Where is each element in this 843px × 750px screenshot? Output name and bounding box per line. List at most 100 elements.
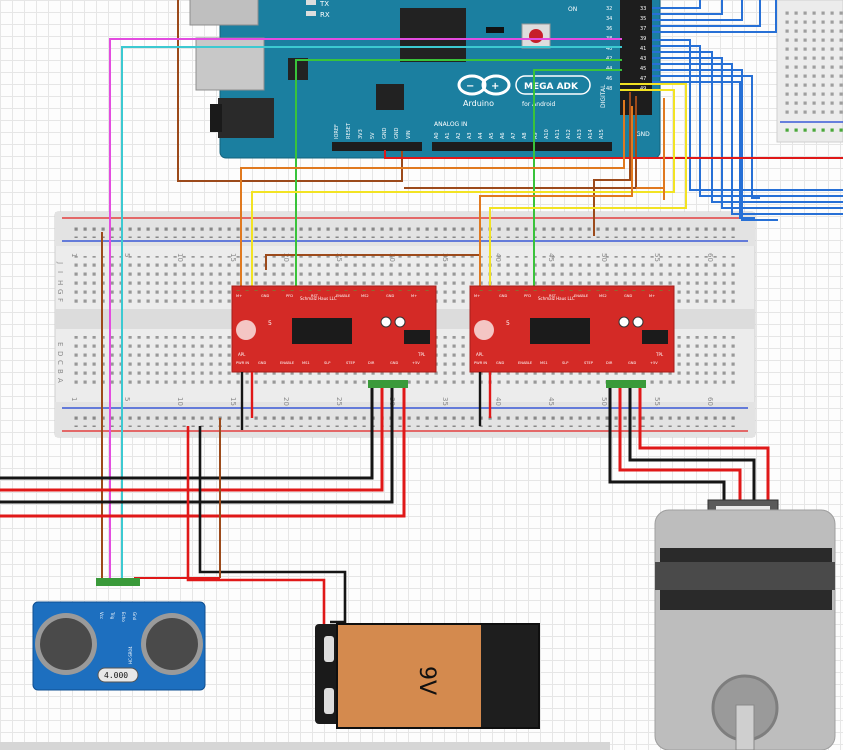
easy-driver-1: 5 Schmalz Haus LLC APL TPL M+ GND PFD RST EN… [231,285,437,373]
driver-2-apl-label: APL [476,352,484,357]
arduino-brand: Arduino [463,99,494,108]
driver-2-potentiometer[interactable] [474,320,494,340]
driver-pin-label: MS2 [599,294,607,298]
column-number: 60 [706,253,714,262]
analog-pin-label: A14 [588,129,594,139]
driver-1-sch-label: Schmalz Haus LLC [300,296,337,301]
sensor-model: HC-SR04 [128,646,133,664]
analog-pin-label: A5 [489,132,495,139]
on-label: ON [568,6,577,13]
analog-pin-label: A4 [478,132,484,139]
driver-pin-label: GND [496,361,504,365]
analog-pin-label: A8 [522,132,528,139]
column-number: 35 [441,253,449,262]
usb-chip [376,84,404,110]
sensor-pin-label: Echo [121,612,126,622]
power-pin-label: GND [394,127,400,139]
column-number: 50 [600,253,608,262]
analog-pin-label: A0 [434,132,440,139]
row-letter: C [56,360,64,365]
digital-pin-label: 32 [606,6,612,12]
analog-pin-label: A7 [511,132,517,139]
driver-1-apl-label: APL [238,352,246,357]
driver-pin-label: DIR [606,361,613,365]
digital-pin-label: 45 [640,66,646,72]
analog-pin-label: A11 [555,129,561,139]
power-pin-label: IOREF [334,124,340,139]
driver-2-chip [530,318,590,344]
driver-pin-label: MS1 [302,361,310,365]
column-number: 15 [229,253,237,262]
power-pin-label: VIN [406,130,412,139]
driver-1-top-pins [236,287,432,291]
driver-pin-label: MS2 [361,294,369,298]
driver-headers [368,380,646,388]
digital-pin-label: 39 [640,36,646,42]
driver-pin-label: GND [499,294,507,298]
driver-2-sch-label: Schmalz Haus LLC [538,296,575,301]
digital-pin-label: 41 [640,46,646,52]
driver-pin-label: GND [390,361,398,365]
driver-pin-label: PFD [524,294,531,298]
analog-pin-label: A10 [544,129,550,139]
driver-pin-label: ENABLE [574,294,589,298]
driver-pin-label: ENABLE [280,361,295,365]
row-letter: B [56,369,64,374]
column-number: 10 [176,397,184,406]
bottom-strip [0,742,610,750]
driver-pin-label: +5V [650,361,658,365]
driver-pin-label: GND [386,294,394,298]
column-number: 20 [282,253,290,262]
power-pin-label: GND [382,127,388,139]
usb-connector [189,0,259,26]
digital-pin-label: 33 [640,6,646,12]
arduino-logo: − + [457,74,511,96]
analog-in-label: ANALOG IN [434,121,467,128]
reset-button-cap[interactable] [529,29,543,43]
row-letter: H [56,280,64,285]
column-number: 40 [494,397,502,406]
driver-pin-label: GND [628,361,636,365]
driver-pin-label: M+ [236,294,242,298]
stepper-motor [654,499,836,750]
digital-pin-label: 37 [640,26,646,32]
driver-1-potentiometer[interactable] [236,320,256,340]
driver-1-pot-label: 5 [268,320,272,327]
column-number: 5 [123,253,131,257]
motor-shaft [735,704,755,750]
power-pin-label: RESET [346,122,352,139]
digital-pin-label: 46 [606,76,612,82]
column-number: 45 [547,253,555,262]
driver-pin-label: STEP [346,361,356,365]
column-number: 10 [176,253,184,262]
driver-pin-label: DIR [368,361,375,365]
driver-pin-label: PWR IN [236,361,249,365]
driver-pin-label: GND [258,361,266,365]
driver-1-tpl-label: TPL [417,352,426,357]
digital-pin-label: 48 [606,86,612,92]
column-number: 25 [335,253,343,262]
digital-pin-label: 34 [606,16,612,22]
gnd-label: GND [636,131,650,138]
column-number: 20 [282,397,290,406]
driver-pin-label: RST [311,294,319,298]
driver-pin-label: PWR IN [474,361,487,365]
driver-pin-label: PFD [286,294,293,298]
signal-wires [101,0,843,580]
sensor-crystal: 4.000 [104,671,128,680]
driver-pin-label: M+ [411,294,417,298]
arduino-mega-board: TX RX ON − + Arduino MEGA ADK for Androi… [189,0,661,159]
driver-pin-label: M+ [474,294,480,298]
row-letter: D [56,351,64,356]
power-pin-label: 5V [370,132,376,139]
tx-label: TX [319,0,329,8]
driver-pin-label: RST [549,294,557,298]
digital-pin-label: 35 [640,16,646,22]
driver-pin-label: STEP [584,361,594,365]
analog-pin-label: A2 [456,132,462,139]
digital-pin-label: 36 [606,26,612,32]
power-wires [0,384,770,630]
column-number: 45 [547,397,555,406]
column-number: 15 [229,397,237,406]
